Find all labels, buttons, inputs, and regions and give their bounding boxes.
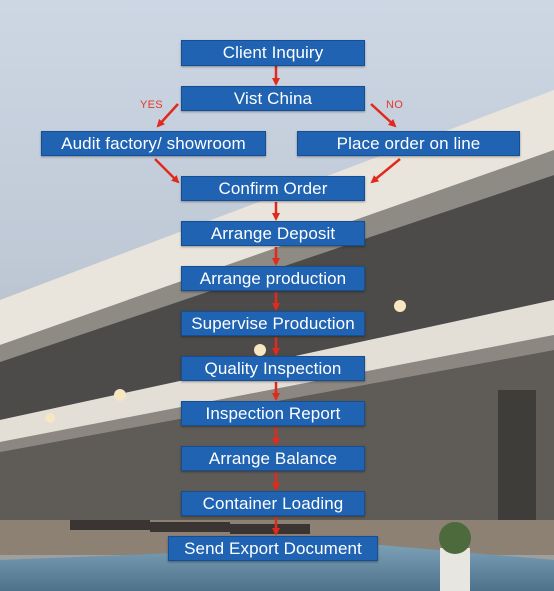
- step-confirm-order: Confirm Order: [181, 176, 365, 201]
- step-quality-inspection: Quality Inspection: [181, 356, 365, 381]
- step-visit-china: Vist China: [181, 86, 365, 111]
- arrow-audit-to-confirm: [154, 158, 180, 184]
- step-client-inquiry: Client Inquiry: [181, 40, 365, 66]
- step-place-order-online: Place order on line: [297, 131, 520, 156]
- arrow-visit-to-place-order: [370, 103, 397, 128]
- branch-label-yes: YES: [140, 99, 163, 111]
- step-arrange-production: Arrange production: [181, 266, 365, 291]
- step-arrange-deposit: Arrange Deposit: [181, 221, 365, 246]
- arrow-visit-to-audit: [156, 103, 179, 128]
- arrow-place-order-to-confirm: [370, 158, 401, 184]
- step-inspection-report: Inspection Report: [181, 401, 365, 426]
- step-send-export-document: Send Export Document: [168, 536, 378, 561]
- step-supervise-production: Supervise Production: [181, 311, 365, 336]
- branch-label-no: NO: [386, 99, 404, 111]
- step-container-loading: Container Loading: [181, 491, 365, 516]
- step-arrange-balance: Arrange Balance: [181, 446, 365, 471]
- step-audit-factory-showroom: Audit factory/ showroom: [41, 131, 266, 156]
